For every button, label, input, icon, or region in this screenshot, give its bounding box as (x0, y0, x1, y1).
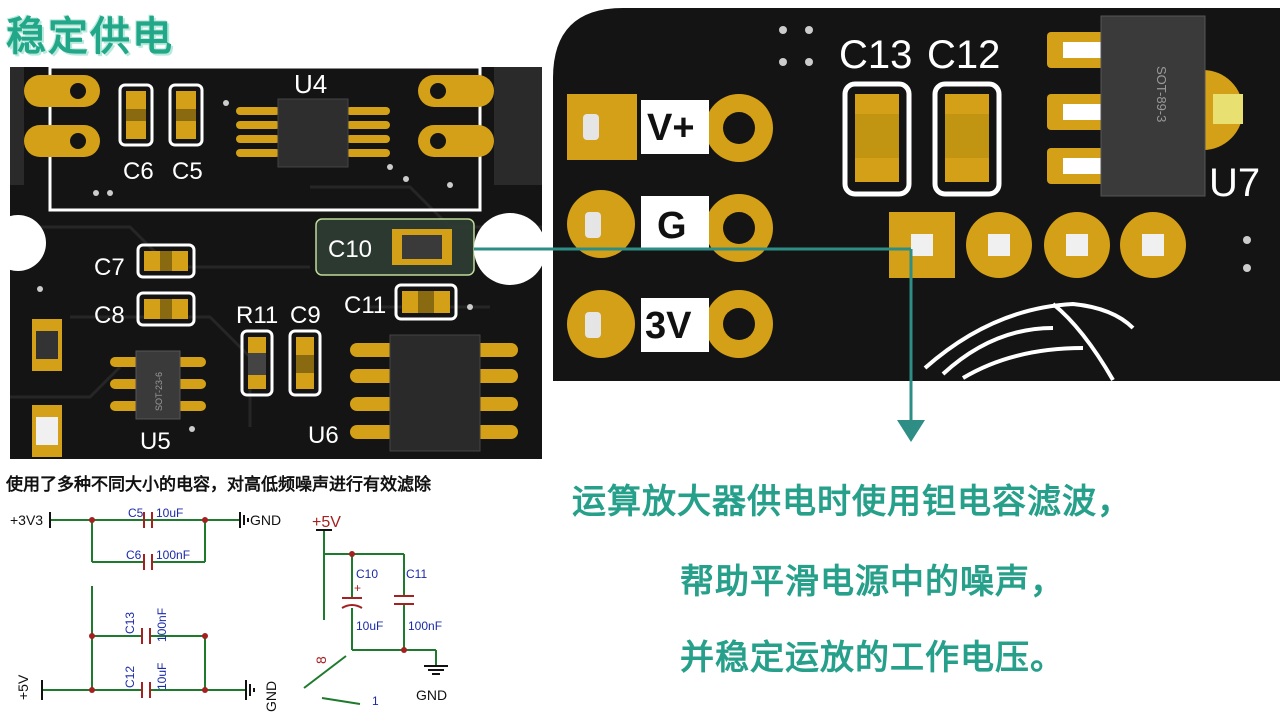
schem-net-5v-right: +5V (312, 514, 341, 531)
pcb-left-render: C6 C5 U4 C10 C7 C8 C11 R11 C9 (10, 67, 542, 459)
svg-text:+: + (354, 581, 361, 595)
label-r11: R11 (236, 302, 278, 329)
label-u6: U6 (308, 422, 339, 449)
schem-pin8: 8 (313, 656, 329, 664)
label-c9: C9 (290, 302, 321, 329)
schem-c6: C6 (126, 548, 142, 562)
schem-net-3v3: +3V3 (10, 512, 43, 528)
u7-package-label: SOT-89-3 (1154, 66, 1169, 122)
description-line-3: 并稳定运放的工作电压。 (680, 638, 1065, 678)
label-u5: U5 (140, 428, 171, 455)
schematic: +3V3 GND +5V GND GND +5V C5 10uF C6 100n… (10, 506, 448, 712)
pcb-right-render: V+ G 3V C13 C12 SOT-89-3 U7 (553, 8, 1280, 381)
description-line-2: 帮助平滑电源中的噪声， (680, 562, 1065, 602)
label-c12: C12 (927, 33, 1000, 77)
label-c7: C7 (94, 254, 125, 281)
label-c13: C13 (839, 33, 912, 77)
description-line-1: 运算放大器供电时使用钽电容滤波， (572, 482, 1132, 522)
label-u7: U7 (1209, 161, 1260, 205)
schem-c10-value: 10uF (356, 619, 383, 633)
pin-label-g: G (657, 205, 687, 247)
schem-c11: C11 (406, 567, 427, 581)
schem-c12-value: 10uF (155, 663, 169, 690)
label-c8: C8 (94, 302, 125, 329)
pin-label-vplus: V+ (647, 107, 695, 149)
capacitor-caption: 使用了多种不同大小的电容，对高低频噪声进行有效滤除 (6, 475, 431, 495)
schem-net-5v-left: +5V (15, 674, 31, 700)
label-c6: C6 (123, 158, 154, 185)
label-c11: C11 (344, 292, 386, 319)
schem-c11-value: 100nF (408, 619, 442, 633)
schem-c5-value: 10uF (156, 506, 183, 520)
schem-c10: C10 (356, 567, 378, 581)
pin-label-3v: 3V (645, 305, 692, 347)
schem-gnd-right: GND (416, 687, 447, 703)
schem-c12: C12 (123, 666, 137, 688)
page-title: 稳定供电 (6, 14, 174, 60)
schem-c5: C5 (128, 506, 144, 520)
schem-c13-value: 100nF (155, 608, 169, 642)
label-c10: C10 (328, 236, 372, 263)
label-u4: U4 (294, 69, 327, 99)
schem-gnd-bottom: GND (263, 681, 279, 712)
schem-c6-value: 100nF (156, 548, 190, 562)
schem-gnd-top: GND (250, 512, 281, 528)
schem-c13: C13 (123, 612, 137, 634)
u5-package-label: SOT-23-6 (154, 372, 164, 411)
label-c5: C5 (172, 158, 203, 185)
schem-pin1: 1 (372, 694, 379, 708)
